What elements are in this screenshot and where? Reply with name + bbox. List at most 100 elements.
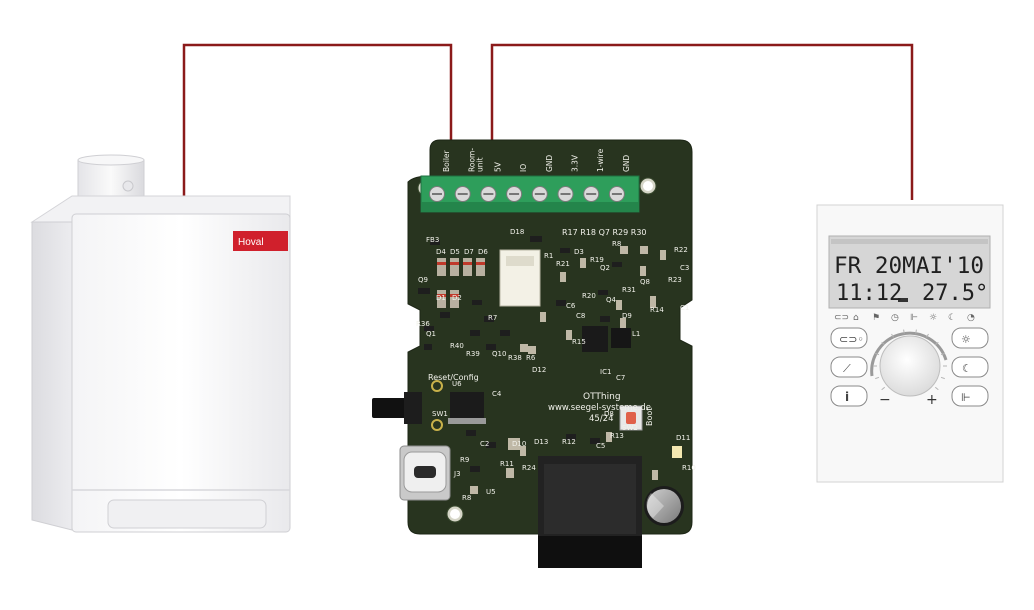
terminal-label: 1-wire xyxy=(596,148,605,172)
smd-part xyxy=(612,262,622,267)
esp-module xyxy=(538,456,642,568)
smd-part xyxy=(470,466,480,472)
sun-icon: ☼ xyxy=(961,333,971,346)
tap-icon: ⊩ xyxy=(961,391,971,404)
boot-label: Boot xyxy=(645,408,654,426)
led-row xyxy=(437,258,485,308)
refdes-label: R15 xyxy=(572,338,586,346)
refdes-label: L1 xyxy=(632,330,640,338)
curve-icon: ⟋ xyxy=(843,362,851,375)
smd-part xyxy=(598,290,608,295)
smd-part xyxy=(472,300,482,305)
board-revision: 45/24 xyxy=(589,414,614,424)
dial-minus-label: − xyxy=(879,392,891,408)
dial-plus-label: + xyxy=(926,392,938,408)
refdes-label: D5 xyxy=(450,248,460,256)
refdes-label: J3 xyxy=(453,470,461,478)
smd-part xyxy=(566,330,572,340)
refdes-label: R40 xyxy=(450,342,464,350)
refdes-label: U6 xyxy=(452,380,462,388)
refdes-label: R7 xyxy=(488,314,497,322)
refdes-label: D10 xyxy=(512,440,526,448)
smd-part xyxy=(580,258,586,268)
terminal-label: GND xyxy=(545,155,554,172)
smd-part xyxy=(560,272,566,282)
refdes-label: C5 xyxy=(596,442,605,450)
refdes-label: R13 xyxy=(610,432,624,440)
refdes-label: R20 xyxy=(582,292,596,300)
terminal-label: IO xyxy=(519,164,528,172)
smd-part xyxy=(566,434,576,440)
refdes-label: SW1 xyxy=(432,410,448,418)
refdes-label: D7 xyxy=(464,248,474,256)
pcb-board xyxy=(407,139,693,535)
refdes-label: D4 xyxy=(436,248,446,256)
standby-button[interactable] xyxy=(830,327,868,349)
hot-water-button[interactable] xyxy=(951,385,989,407)
board-name: OTThing xyxy=(583,392,621,402)
refdes-label: Q8 xyxy=(640,278,650,286)
refdes-label: R22 xyxy=(674,246,688,254)
mode-icon: ⚑ xyxy=(872,313,880,323)
mode-icon: ◷ xyxy=(891,313,899,323)
setpoint-dial[interactable] xyxy=(870,329,948,397)
boot-button[interactable] xyxy=(619,405,643,431)
refdes-label: FB3 xyxy=(426,236,439,244)
usb-c-port[interactable] xyxy=(399,445,451,501)
smd-part xyxy=(660,250,666,260)
refdes-label: IC1 xyxy=(600,368,611,376)
refdes-label: D1 xyxy=(436,294,446,302)
refdes-label: D8 xyxy=(604,410,614,418)
curve-button[interactable] xyxy=(830,356,868,378)
boiler-brand-badge xyxy=(233,231,288,251)
smd-part xyxy=(590,438,600,444)
refdes-label: Q10 xyxy=(492,350,506,358)
refdes-label: R11 xyxy=(500,460,514,468)
refdes-label: C2 xyxy=(480,440,489,448)
refdes-label: D18 xyxy=(510,228,524,236)
terminal-label: GND xyxy=(622,155,631,172)
refdes-label: D9 xyxy=(622,312,632,320)
smd-part xyxy=(616,300,622,310)
smd-part xyxy=(506,468,514,478)
smd-part xyxy=(620,318,626,328)
room-unit: FR 20MAI'10 11:12 27.5° ⊂⊃⌂⚑◷⊩☼☾◔ ⊂⊃◦ ⟋ … xyxy=(816,204,1004,483)
refdes-label: R31 xyxy=(622,286,636,294)
reset-switch[interactable] xyxy=(372,380,443,431)
lcd-line-1: FR 20MAI'10 xyxy=(834,254,984,279)
refdes-label: R19 xyxy=(590,256,604,264)
comfort-button[interactable] xyxy=(951,327,989,349)
boiler-wire xyxy=(182,43,453,200)
smd-part xyxy=(520,344,528,352)
refdes-label: R21 xyxy=(556,260,570,268)
refdes-label: C4 xyxy=(492,390,502,398)
refdes-label: SW2 xyxy=(622,424,638,432)
smd-part xyxy=(418,288,430,294)
right-buttons: ☼ ☾ ⊩ xyxy=(951,327,989,407)
refdes-label: R10 xyxy=(682,464,696,472)
smd-part xyxy=(484,316,494,322)
smd-part xyxy=(486,344,496,350)
reduced-button[interactable] xyxy=(951,356,989,378)
smd-part xyxy=(650,296,656,308)
refdes-label: C8 xyxy=(576,312,585,320)
refdes-top: R17 R18 Q7 R29 R30 xyxy=(562,228,647,237)
refdes-label: C1 xyxy=(680,304,689,312)
refdes-label: D2 xyxy=(452,294,462,302)
terminal-label: Room- xyxy=(468,148,477,172)
smd-part xyxy=(440,312,450,318)
standby-icon: ⊂⊃◦ xyxy=(839,333,864,346)
refdes-label: Q2 xyxy=(600,264,610,272)
mode-icon: ☼ xyxy=(929,313,937,323)
smd-part xyxy=(560,248,570,253)
terminal-label: 3.3V xyxy=(571,154,580,172)
boiler-brand-label: Hoval xyxy=(238,237,264,248)
mode-icon: ◔ xyxy=(967,313,975,323)
refdes-label: Q9 xyxy=(418,276,428,284)
info-button[interactable] xyxy=(830,385,868,407)
boiler: Hoval xyxy=(30,154,291,533)
room-unit-wire xyxy=(490,43,914,200)
